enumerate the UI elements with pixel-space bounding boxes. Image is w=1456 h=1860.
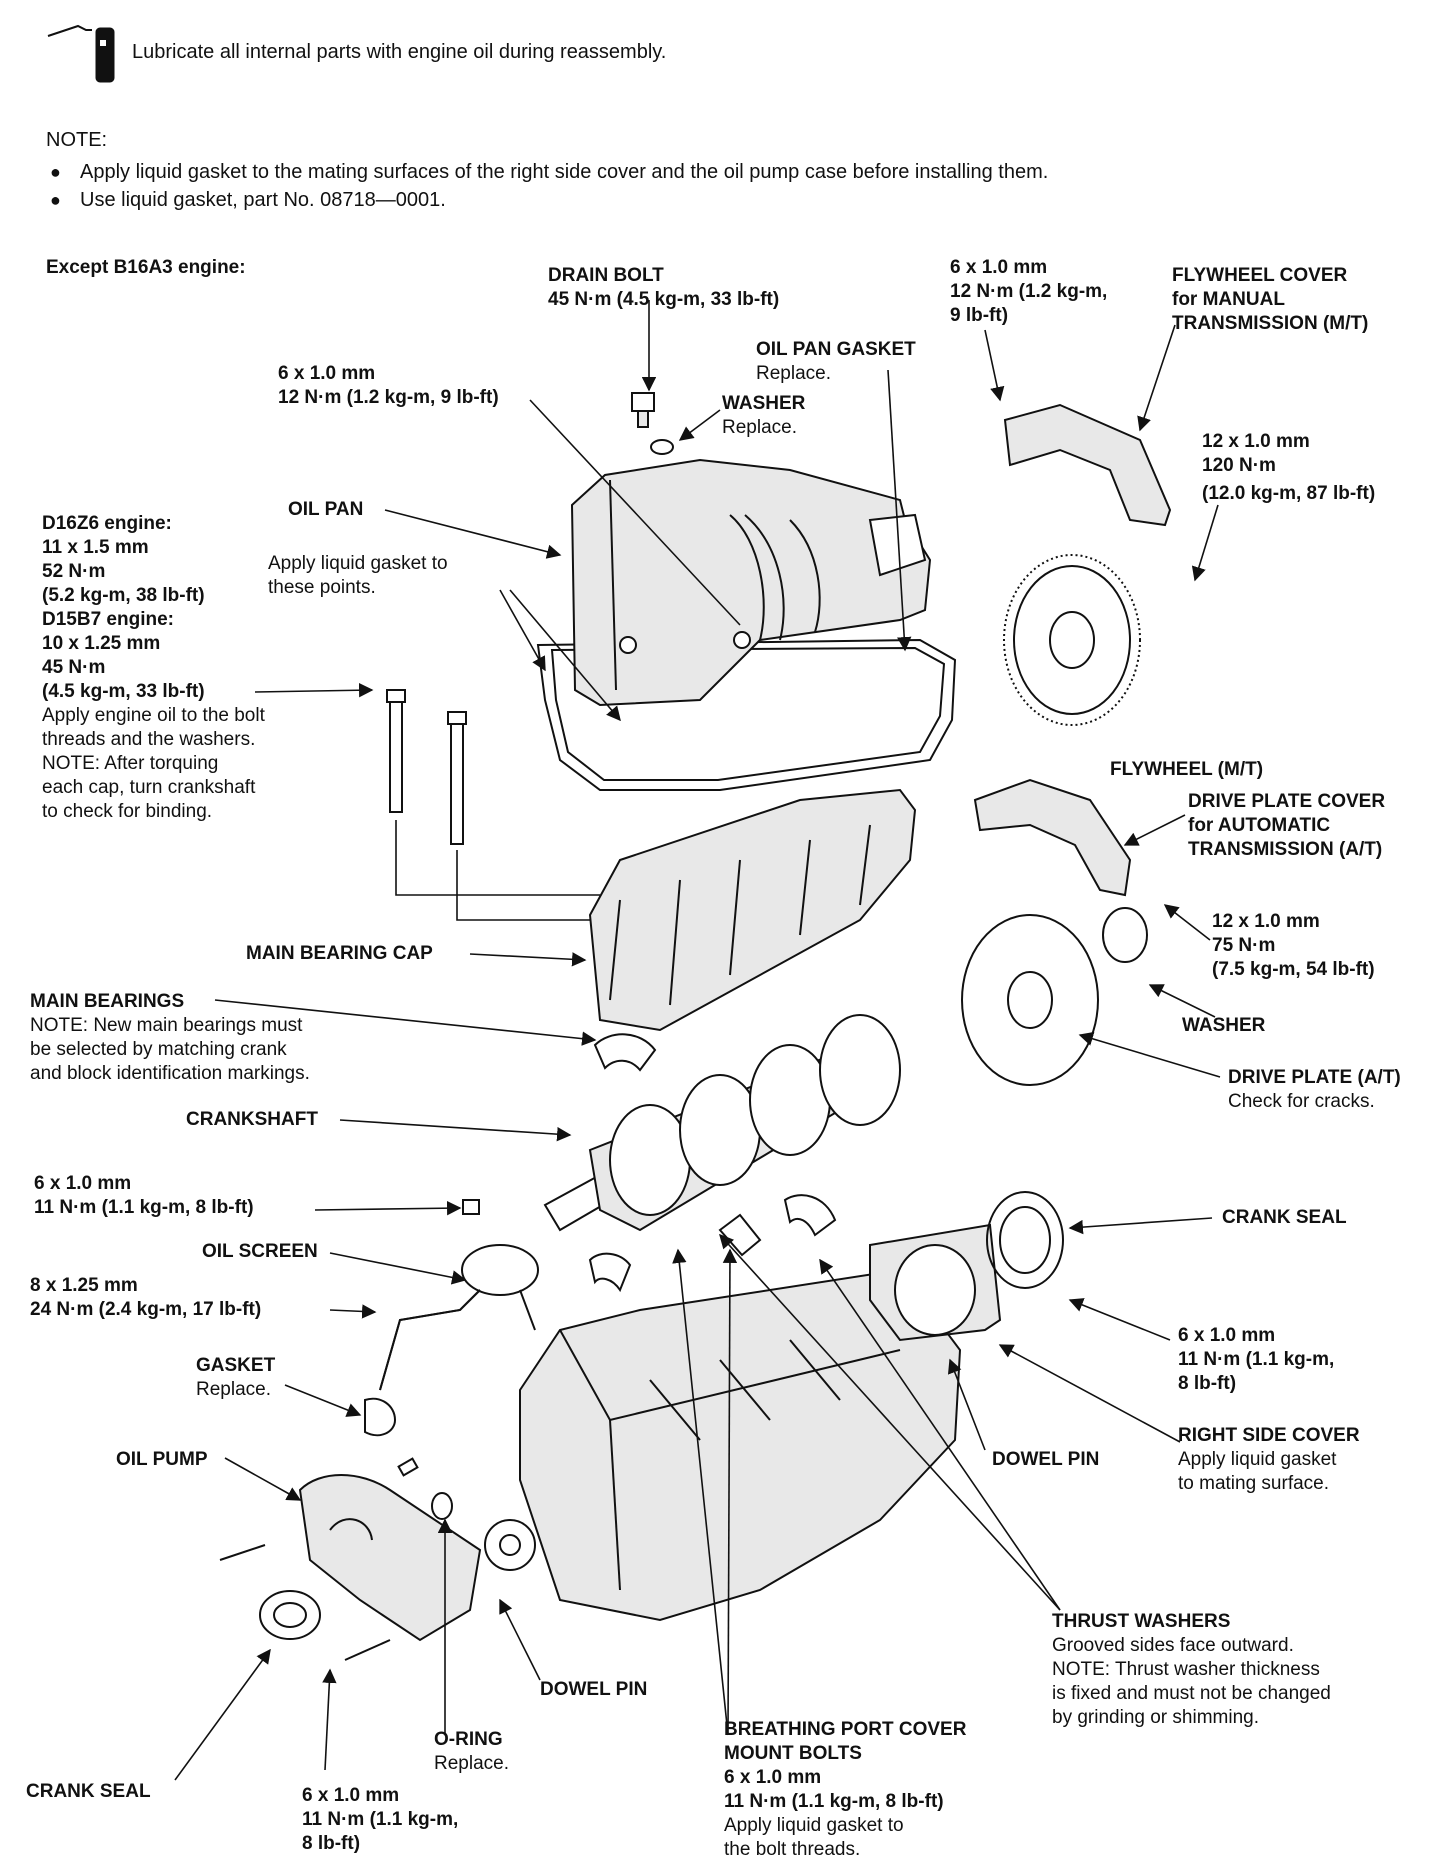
callout-breathing-port-bolts: BREATHING PORT COVER MOUNT BOLTS 6 x 1.0… — [724, 1719, 967, 1860]
callout-washer-top: WASHER Replace. — [722, 393, 806, 438]
oil-screen-part — [379, 1199, 539, 1391]
callout-oil-screen: OIL SCREEN — [202, 1241, 318, 1262]
callout-washer-drive-plate: WASHER — [1182, 1015, 1266, 1036]
drive-plate-cover-part — [973, 778, 1132, 897]
lubricate-instruction: Lubricate all internal parts with engine… — [132, 41, 667, 63]
right-side-cover-part — [869, 1191, 1064, 1342]
callout-main-cap-bolts: D16Z6 engine: 11 x 1.5 mm 52 N·m (5.2 kg… — [42, 513, 265, 822]
callout-thrust-washers: THRUST WASHERS Grooved sides face outwar… — [1052, 1611, 1331, 1728]
callout-gasket: GASKET Replace. — [196, 1355, 276, 1400]
crankshaft-part — [543, 1014, 901, 1232]
thrust-washers-part — [588, 1194, 837, 1293]
callout-apply-gasket-points: Apply liquid gasket to these points. — [268, 553, 448, 598]
drive-plate-part — [961, 907, 1148, 1086]
callout-drive-plate-bolt: 12 x 1.0 mm 75 N·m (7.5 kg-m, 54 lb-ft) — [1212, 911, 1375, 980]
callout-dowel-pin-right: DOWEL PIN — [992, 1449, 1100, 1470]
flywheel-cover-part — [1003, 403, 1172, 527]
callout-oil-pump-case-bolt: 6 x 1.0 mm 11 N·m (1.1 kg-m, 8 lb-ft) — [302, 1785, 459, 1854]
callout-right-side-cover: RIGHT SIDE COVER Apply liquid gasket to … — [1178, 1425, 1360, 1494]
callout-flywheel-cover: FLYWHEEL COVER for MANUAL TRANSMISSION (… — [1172, 265, 1369, 334]
main-cap-bolts-part — [386, 689, 600, 921]
o-ring-part — [431, 1492, 453, 1520]
oil-pan-gasket-part — [536, 638, 957, 791]
callout-flywheel: FLYWHEEL (M/T) — [1110, 759, 1264, 780]
dowel-pin-part — [397, 1457, 419, 1477]
leader-lines — [174, 300, 1221, 1781]
note-title: NOTE: — [46, 129, 108, 151]
note-item-1: Apply liquid gasket to the mating surfac… — [50, 160, 1048, 184]
callout-screen-bolt: 6 x 1.0 mm 11 N·m (1.1 kg-m, 8 lb-ft) — [34, 1173, 254, 1218]
callout-oil-pan: OIL PAN — [288, 499, 364, 520]
callout-oil-pan-bolt: 6 x 1.0 mm 12 N·m (1.2 kg-m, 9 lb-ft) — [278, 363, 499, 408]
callout-side-cover-bolt: 6 x 1.0 mm 11 N·m (1.1 kg-m, 8 lb-ft) — [1178, 1325, 1335, 1394]
callout-oil-pump: OIL PUMP — [116, 1449, 208, 1470]
engine-block-part — [484, 1268, 962, 1622]
flywheel-part — [1003, 554, 1141, 726]
main-bearing-part — [593, 1033, 657, 1072]
callout-main-bearings: MAIN BEARINGS NOTE: New main bearings mu… — [30, 991, 310, 1084]
oil-pump-part — [219, 1397, 482, 1661]
callout-crankshaft: CRANKSHAFT — [186, 1109, 318, 1130]
callout-drain-bolt: DRAIN BOLT 45 N·m (4.5 kg-m, 33 lb-ft) — [548, 265, 780, 310]
callout-drive-plate-cover: DRIVE PLATE COVER for AUTOMATIC TRANSMIS… — [1188, 791, 1386, 860]
callout-dowel-pin-bottom: DOWEL PIN — [540, 1679, 648, 1700]
main-bearing-cap-part — [588, 788, 917, 1032]
note-item-2: Use liquid gasket, part No. 08718—0001. — [50, 188, 446, 212]
callout-main-bearing-cap: MAIN BEARING CAP — [246, 943, 433, 964]
drain-bolt-part — [631, 392, 674, 455]
callout-o-ring: O-RING Replace. — [434, 1729, 509, 1774]
oil-can-icon — [47, 24, 115, 83]
callout-drive-plate: DRIVE PLATE (A/T) Check for cracks. — [1228, 1067, 1401, 1112]
oil-pan-part — [570, 458, 932, 707]
callout-flywheel-cover-bolt: 6 x 1.0 mm 12 N·m (1.2 kg-m, 9 lb-ft) — [950, 257, 1108, 326]
callout-oil-pan-gasket: OIL PAN GASKET Replace. — [756, 339, 916, 384]
callout-oil-pump-bolt: 8 x 1.25 mm 24 N·m (2.4 kg-m, 17 lb-ft) — [30, 1275, 262, 1320]
except-engine-label: Except B16A3 engine: — [46, 257, 246, 278]
callout-crank-seal-right: CRANK SEAL — [1222, 1207, 1347, 1228]
callout-flywheel-bolt: 12 x 1.0 mm 120 N·m (12.0 kg-m, 87 lb-ft… — [1202, 431, 1376, 504]
callout-crank-seal-left: CRANK SEAL — [26, 1781, 151, 1802]
